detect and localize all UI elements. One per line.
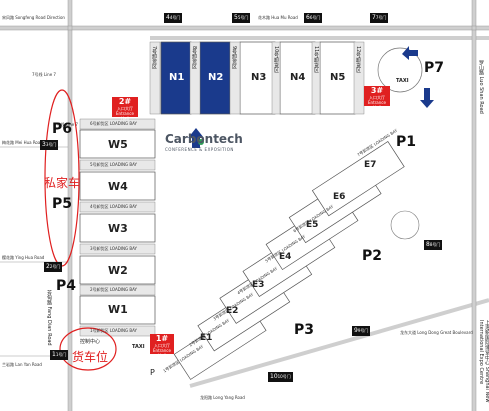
road-songfeng: 宋风路 Songfeng Road Direction	[2, 15, 65, 20]
n-bay-12: 12号卸货区	[355, 46, 361, 73]
w-bay-6: 6号卸货区 LOADING BAY	[90, 121, 137, 126]
road-longyang: 龙阳路 Long Yang Road	[200, 395, 245, 400]
metro-label-2: 7号线 Line 7	[54, 122, 78, 127]
hall-e4-label: E4	[279, 252, 292, 262]
parking-p4: P4	[56, 278, 77, 294]
hall-w4-label: W4	[108, 180, 128, 193]
n-loading-bays	[149, 41, 365, 115]
road-fangdian: 芳甸路 Fang Dian Road	[46, 290, 52, 346]
gate-2: 22号门	[44, 262, 63, 272]
hall-n5-label: N5	[330, 72, 346, 83]
hall-w1	[79, 295, 156, 325]
gate-3: 33号门	[40, 140, 59, 150]
n-bay-9: 9号卸货区	[231, 46, 237, 70]
hall-e3-label: E3	[252, 280, 265, 290]
hall-n3-label: N3	[251, 72, 267, 83]
w-bay-5: 5号卸货区 LOADING BAY	[90, 162, 137, 167]
e-halls	[173, 141, 405, 380]
parking-p5: P5	[52, 196, 73, 212]
parking-p2: P2	[362, 248, 383, 264]
road-meihua: 梅花路 Mei Hua Road	[2, 140, 43, 145]
entrance-hall-3[interactable]: 3#入口大厅 Entrance Hall	[364, 86, 390, 110]
gate-1: 11号门	[50, 350, 69, 360]
hall-e6-label: E6	[333, 192, 346, 202]
hall-n5	[319, 41, 356, 115]
bus-parking: P	[150, 368, 155, 377]
hall-w2	[79, 255, 156, 285]
hall-n3	[239, 41, 276, 115]
hall-n4	[279, 41, 316, 115]
hall-n1-label: N1	[169, 72, 185, 83]
parking-p3: P3	[294, 322, 315, 338]
logo-text: Carbontech	[165, 132, 243, 146]
hall-w4	[79, 171, 156, 201]
hall-w5	[79, 129, 156, 159]
hall-e1-label: E1	[200, 333, 213, 343]
truck-oval	[59, 327, 117, 371]
metro-label: 7号线 Line 7	[32, 72, 56, 77]
gate-4: 44号门	[164, 13, 183, 23]
w-bay-1: 1号卸货区 LOADING BAY	[90, 328, 137, 333]
hall-n2	[199, 41, 231, 115]
n-bay-11: 11号卸货区	[313, 46, 319, 73]
road-lanyan: 兰岩路 Lan Yan Road	[2, 362, 42, 367]
gate-7: 77号门	[370, 13, 389, 23]
road-huamu: 花木路 Hua Mu Road	[258, 15, 298, 20]
n-halls	[160, 41, 356, 115]
entrance-hall-2[interactable]: 2#入口大厅 Entrance Hall	[112, 97, 138, 121]
gate-9: 99号门	[352, 326, 371, 336]
w-halls	[79, 129, 156, 325]
hall-w5-label: W5	[108, 138, 128, 151]
hall-n2-label: N2	[208, 72, 224, 83]
hall-e7-label: E7	[364, 160, 377, 170]
p2-circle	[390, 210, 420, 240]
gate-8: 88号门	[424, 240, 443, 250]
road-center: 上海新国际博览中心 Shanghai New International Exp…	[478, 320, 489, 403]
logo-mark	[198, 139, 204, 145]
w-bay-2: 2号卸货区 LOADING BAY	[90, 287, 137, 292]
hall-e5-label: E5	[306, 220, 319, 230]
n-bay-10: 10号卸货区	[273, 46, 279, 73]
p7-circle	[377, 47, 423, 93]
hall-e7	[311, 141, 405, 217]
hall-w2-label: W2	[108, 264, 128, 277]
gate-10: 1010号门	[268, 372, 293, 382]
hall-n4-label: N4	[290, 72, 306, 83]
private-car-note: 私家车	[44, 176, 81, 190]
parking-p6: P6	[52, 121, 73, 137]
road-longdong: 龙东大道 Long Dong Great Boulevard	[400, 330, 473, 335]
entrance-hall-1[interactable]: 1#入口大厅 Entrance Hall	[150, 334, 174, 358]
hall-w3	[79, 213, 156, 243]
control-center: 控制中心	[80, 339, 101, 345]
n-bay-7: 7号卸货区	[151, 46, 157, 70]
n-bay-8: 8号卸货区	[191, 46, 197, 70]
hall-w1-label: W1	[108, 303, 128, 316]
truck-note: 货车位	[72, 350, 109, 364]
hall-w3-label: W3	[108, 222, 128, 235]
w-loading-bays	[79, 118, 156, 337]
taxi-label-w: TAXI	[132, 344, 145, 350]
taxi-label-e: TAXI	[396, 78, 409, 84]
parking-p1: P1	[396, 134, 417, 150]
hall-n1	[160, 41, 192, 115]
logo-subtitle: CONFERENCE & EXPOSITION	[165, 147, 234, 152]
gate-5: 55号门	[232, 13, 251, 23]
parking-p7: P7	[424, 60, 445, 76]
road-luoshan: 罗山路 Luo Shan Road	[478, 60, 484, 114]
w-bay-4: 4号卸货区 LOADING BAY	[90, 204, 137, 209]
hall-e2-label: E2	[226, 306, 239, 316]
road-yinghua: 樱花路 Ying Hua Road	[2, 255, 45, 260]
gate-6: 66号门	[304, 13, 323, 23]
w-bay-3: 3号卸货区 LOADING BAY	[90, 246, 137, 251]
